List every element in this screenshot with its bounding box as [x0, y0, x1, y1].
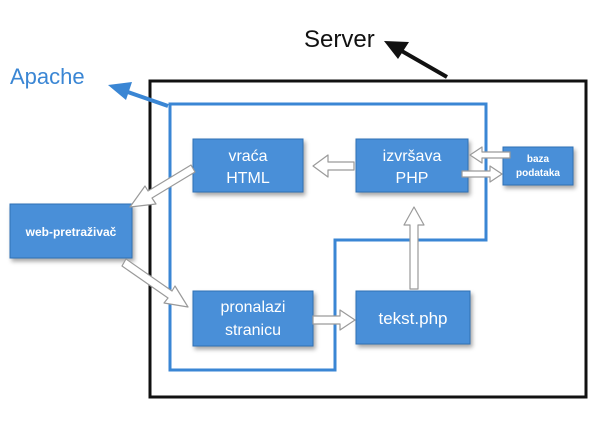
apache-outline — [168, 102, 488, 372]
node-find-page-line2: stranicu — [225, 322, 281, 339]
arrow-php-to-html — [312, 154, 355, 178]
server-label: Server — [304, 26, 375, 53]
node-browser: web-pretraživač — [9, 203, 133, 259]
arrow-file-to-php — [403, 206, 425, 290]
arrow-php-to-database — [461, 165, 503, 183]
server-pointer-line — [399, 48, 448, 79]
node-execute-php: izvršava PHP — [355, 138, 469, 193]
server-pointer-head — [384, 41, 409, 59]
node-database-line2: podataka — [516, 168, 560, 179]
node-find-page: pronalazi stranicu — [192, 290, 314, 347]
arrow-html-to-browser — [129, 164, 196, 208]
node-find-page-line1: pronalazi — [221, 299, 286, 316]
apache-pointer-head — [108, 82, 132, 100]
node-return-html: vraća HTML — [192, 138, 304, 193]
apache-label: Apache — [10, 64, 85, 89]
server-frame — [148, 79, 588, 399]
node-execute-php-line1: izvršava — [383, 148, 442, 165]
node-execute-php-line2: PHP — [396, 170, 429, 187]
apache-pointer-line — [124, 89, 169, 108]
node-database-line1: baza — [527, 154, 550, 165]
node-return-html-line1: vraća — [228, 148, 267, 165]
arrow-find-to-file — [312, 309, 356, 331]
node-browser-line1: web-pretraživač — [25, 225, 117, 239]
node-php-file: tekst.php — [355, 290, 471, 345]
node-return-html-line2: HTML — [226, 170, 270, 187]
node-php-file-line1: tekst.php — [379, 309, 448, 328]
arrow-browser-to-find — [121, 258, 189, 308]
node-database: baza podataka — [502, 146, 574, 186]
arrow-database-to-php — [469, 146, 511, 164]
